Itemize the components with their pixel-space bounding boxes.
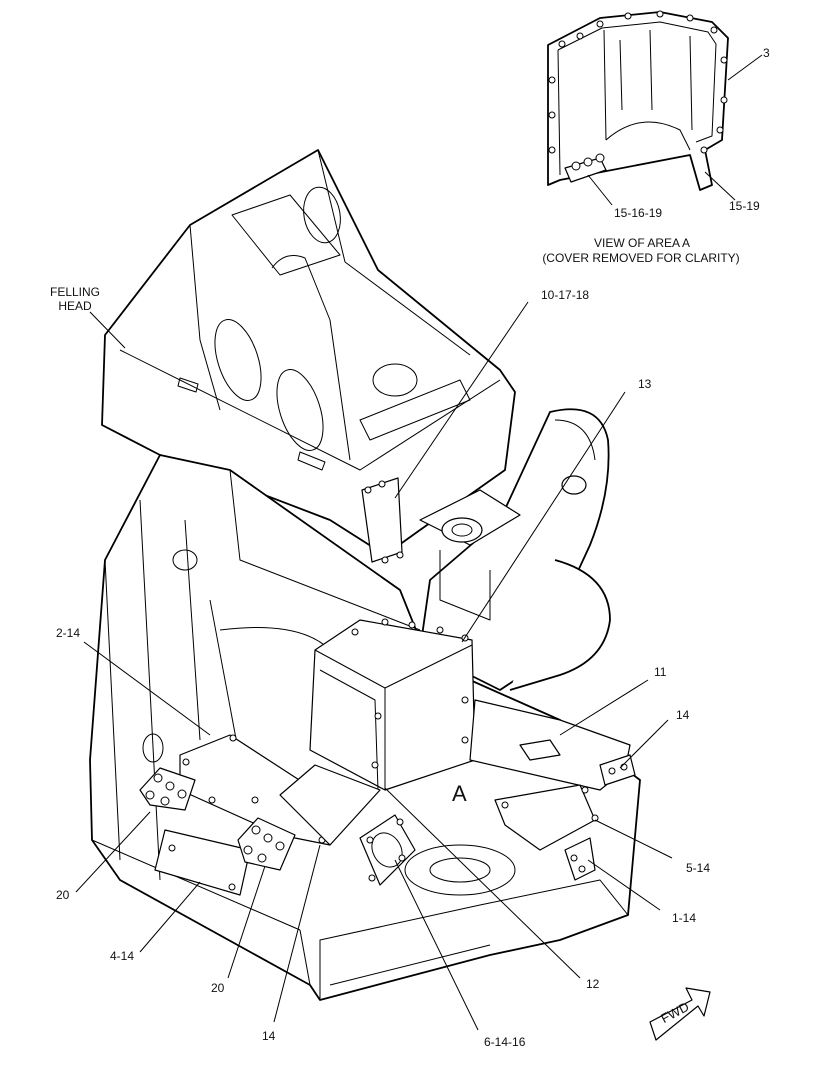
- bracket-11: [469, 699, 636, 791]
- bracket-5-14: [494, 784, 599, 851]
- callout-6-14-16: 6-14-16: [484, 1035, 526, 1049]
- felling-head-label-line2: HEAD: [58, 299, 92, 313]
- felling-head-label-line1: FELLING: [49, 285, 100, 299]
- callout-15-19: 15-19: [729, 199, 760, 213]
- callout-3: 3: [763, 46, 770, 60]
- callout-11: 11: [654, 665, 667, 679]
- leader-lines: [75, 301, 673, 1031]
- callout-15-16-19: 15-16-19: [614, 206, 663, 220]
- view-subtitle: (COVER REMOVED FOR CLARITY): [542, 251, 740, 265]
- connector-20-center: [237, 817, 296, 871]
- callout-1-14: 1-14: [672, 911, 697, 925]
- plate-6-14-16: [359, 814, 516, 896]
- fwd-arrow-icon: [649, 987, 711, 1041]
- callout-2-14: 2-14: [56, 626, 81, 640]
- detail-view-area-a: [547, 10, 763, 206]
- callout-5-14: 5-14: [686, 861, 711, 875]
- callout-14-bottom: 14: [262, 1029, 276, 1043]
- area-a-label: A: [452, 781, 467, 806]
- callout-20-center: 20: [211, 981, 225, 995]
- swivel-arm: [419, 408, 611, 691]
- callout-20-left: 20: [56, 888, 70, 902]
- callout-10-17-18: 10-17-18: [541, 288, 590, 302]
- callout-4-14: 4-14: [110, 949, 135, 963]
- connector-20-left: [139, 767, 196, 811]
- clamp-1-14: [564, 837, 596, 881]
- plate-4-14: [154, 829, 251, 896]
- view-title: VIEW OF AREA A: [593, 236, 691, 250]
- bracket-10-17-18: [361, 477, 404, 564]
- callout-14-right: 14: [676, 708, 690, 722]
- callout-13: 13: [638, 377, 652, 391]
- callout-12: 12: [586, 977, 600, 991]
